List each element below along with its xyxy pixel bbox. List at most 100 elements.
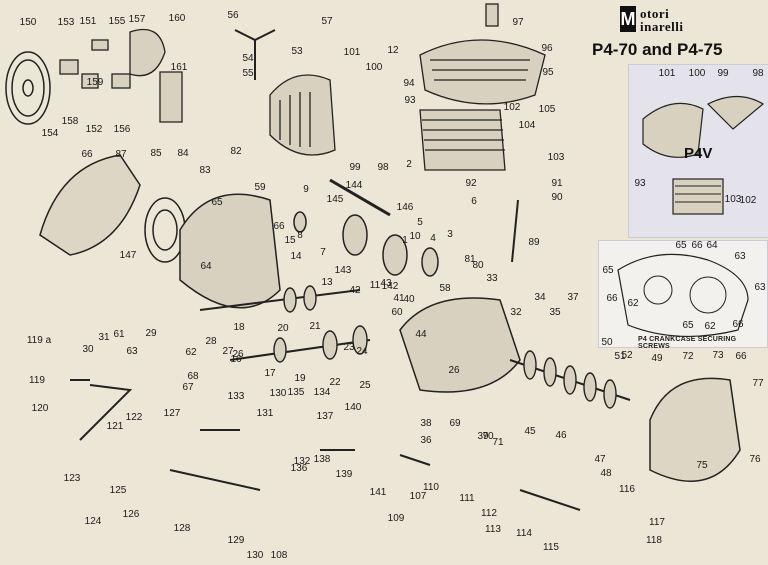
callout-29: 29 [145, 328, 157, 339]
callout-6: 6 [471, 196, 477, 207]
callout-144: 144 [345, 180, 363, 191]
bracket-part [159, 71, 183, 123]
callout-120: 120 [31, 403, 49, 414]
callout-140: 140 [344, 402, 362, 413]
model-title: P4-70 and P4-75 [592, 40, 723, 59]
callout-129: 129 [227, 535, 245, 546]
callout-37: 37 [567, 292, 579, 303]
cylinder [419, 109, 506, 171]
callout-151: 151 [79, 16, 97, 27]
inset-cc-callout-64: 64 [706, 240, 718, 251]
callout-30: 30 [82, 344, 94, 355]
callout-21: 21 [309, 321, 321, 332]
callout-94: 94 [403, 78, 415, 89]
inset-mid-callout-102: 102 [739, 195, 757, 206]
crankcase-left [179, 193, 281, 309]
inset-cc-callout-66: 66 [732, 319, 744, 330]
callout-47: 47 [594, 454, 606, 465]
callout-96: 96 [541, 43, 553, 54]
callout-160: 160 [168, 13, 186, 24]
callout-62: 62 [185, 347, 197, 358]
callout-26: 26 [448, 365, 460, 376]
inset-cc-callout-66: 66 [691, 240, 703, 251]
callout-52: 52 [621, 350, 633, 361]
lever-part [234, 29, 276, 80]
callout-71: 71 [492, 437, 504, 448]
inset-cc-callout-65: 65 [682, 320, 694, 331]
callout-126: 126 [122, 509, 140, 520]
callout-107: 107 [409, 491, 427, 502]
callout-82: 82 [230, 146, 242, 157]
brand-line-2: inarelli [640, 19, 684, 34]
callout-15: 15 [284, 235, 296, 246]
callout-16: 16 [230, 354, 242, 365]
flywheel-part [5, 51, 51, 125]
cylinder-head [419, 3, 546, 105]
inset-top-callout-98: 98 [752, 68, 764, 79]
callout-131: 131 [256, 408, 274, 419]
callout-130: 130 [246, 550, 264, 561]
callout-66: 66 [735, 351, 747, 362]
callout-1: 1 [402, 235, 408, 246]
callout-63: 63 [126, 346, 138, 357]
ignition-parts [59, 28, 166, 89]
callout-139: 139 [335, 469, 353, 480]
callout-20: 20 [277, 323, 289, 334]
callout-43: 43 [380, 278, 392, 289]
callout-142: 142 [381, 281, 399, 292]
callout-5: 5 [417, 217, 423, 228]
callout-81: 81 [464, 254, 476, 265]
callout-59: 59 [254, 182, 266, 193]
p4v-label: P4V [684, 145, 713, 162]
inset-mid-callout-103: 103 [724, 194, 742, 205]
callout-156: 156 [113, 124, 131, 135]
callout-58: 58 [439, 283, 451, 294]
callout-121: 121 [106, 421, 124, 432]
callout-114: 114 [516, 528, 532, 539]
callout-72: 72 [682, 351, 694, 362]
callout-91: 91 [551, 178, 563, 189]
callout-8: 8 [297, 230, 303, 241]
brand-logo: M otori inarelli [620, 6, 720, 36]
callout-157: 157 [128, 14, 146, 25]
callout-19: 19 [294, 373, 306, 384]
kick-starter [70, 379, 133, 441]
callout-26: 26 [232, 349, 244, 360]
callout-39: 39 [477, 431, 489, 442]
callout-119: 119 [29, 375, 45, 386]
callout-38: 38 [420, 418, 432, 429]
callout-7: 7 [320, 247, 326, 258]
callout-161: 161 [170, 62, 188, 73]
callout-49: 49 [651, 353, 663, 364]
callout-67: 67 [182, 382, 194, 393]
callout-136: 136 [290, 463, 308, 474]
callout-152: 152 [85, 124, 103, 135]
callout-90: 90 [551, 192, 563, 203]
callout-32: 32 [510, 307, 522, 318]
crankcase-right [399, 297, 521, 393]
callout-124: 124 [84, 516, 102, 527]
inset-cc-callout-63: 63 [734, 251, 746, 262]
gear-shafts [199, 285, 371, 363]
callout-34: 34 [534, 292, 546, 303]
callout-150: 150 [19, 17, 37, 28]
inset-cc-callout-62: 62 [704, 321, 716, 332]
callout-76: 76 [749, 454, 761, 465]
callout-154: 154 [41, 128, 59, 139]
callout-159: 159 [86, 77, 104, 88]
callout-27: 27 [222, 346, 234, 357]
callout-123: 123 [63, 473, 81, 484]
callout-65: 65 [211, 197, 223, 208]
callout-122: 122 [125, 412, 143, 423]
callout-115: 115 [543, 542, 559, 553]
callout-113: 113 [485, 524, 501, 535]
clutch-disc [144, 197, 186, 263]
callout-109: 109 [387, 513, 405, 524]
callout-103: 103 [547, 152, 565, 163]
callout-73: 73 [712, 350, 724, 361]
bottom-shafts [169, 429, 581, 511]
callout-147: 147 [119, 250, 137, 261]
callout-85: 85 [150, 148, 162, 159]
callout-155: 155 [108, 16, 126, 27]
